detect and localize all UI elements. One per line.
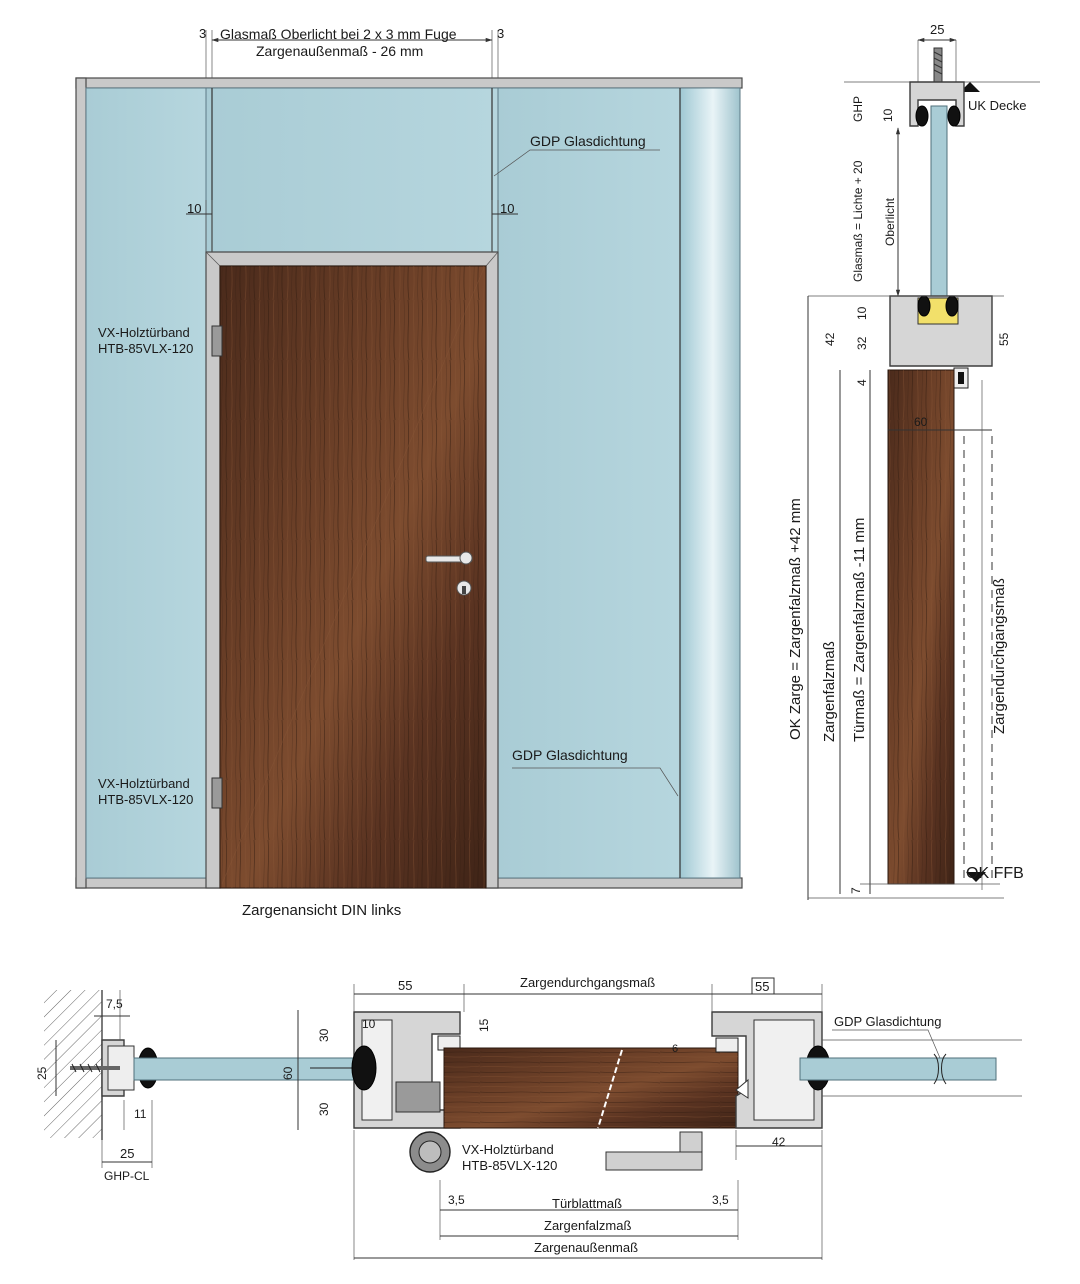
label-hinge-bottom-1: VX-Holztürband bbox=[98, 776, 190, 791]
vs-label-oberlicht: Oberlicht bbox=[883, 197, 897, 246]
vs-head-gasket-right bbox=[945, 295, 959, 317]
vs-floor-marker bbox=[966, 872, 986, 882]
vs-dim-7: 7 bbox=[849, 887, 863, 894]
hs-left-frame-gasket bbox=[351, 1045, 377, 1091]
vertical-section: 25 UK Decke GHP 10 Glasmaß = Lichte + 20… bbox=[787, 22, 1040, 900]
horizontal-section: 7,5 25 11 25 GHP-CL 60 30 30 10 15 6 VX-… bbox=[35, 975, 1022, 1260]
hs-label-zargenfalzmass: Zargenfalzmaß bbox=[544, 1218, 631, 1233]
leader-gdp-top bbox=[493, 149, 660, 177]
vs-dim-25: 25 bbox=[930, 22, 944, 37]
door-hinge-indicator bbox=[221, 267, 485, 885]
vs-top-gasket-left bbox=[915, 105, 929, 127]
frame-miter-left bbox=[205, 251, 221, 267]
label-hinge-top-2: HTB-85VLX-120 bbox=[98, 341, 193, 356]
hs-dim-30-bottom: 30 bbox=[317, 1102, 331, 1116]
label-gdp-bottom: GDP Glasdichtung bbox=[512, 747, 628, 763]
vs-label-glasmass: Glasmaß = Lichte + 20 bbox=[851, 160, 865, 282]
label-hinge-top-1: VX-Holztürband bbox=[98, 325, 190, 340]
hs-label-gdp: GDP Glasdichtung bbox=[834, 1014, 941, 1029]
dim-top-fuge-left: 3 bbox=[199, 26, 206, 41]
hs-dim-30-top: 30 bbox=[317, 1028, 331, 1042]
hs-door-grain bbox=[444, 1048, 738, 1128]
vs-dim-10a: 10 bbox=[881, 108, 895, 122]
hs-dim-55-box bbox=[751, 977, 775, 995]
leader-gdp-bottom bbox=[512, 767, 679, 797]
vs-dim-55: 55 bbox=[997, 332, 1011, 346]
vs-ceiling-marker bbox=[960, 82, 980, 92]
hs-leader-gdp bbox=[832, 1029, 941, 1059]
frame-miter-right bbox=[485, 251, 499, 267]
vs-top-gasket-right bbox=[947, 105, 961, 127]
hs-dim-55-left: 55 bbox=[398, 978, 412, 993]
hs-dim-11: 11 bbox=[134, 1107, 147, 1121]
left-wall-profile bbox=[75, 77, 87, 889]
dim-left-10: 10 bbox=[187, 201, 201, 216]
hs-label-ghp-cl: GHP-CL bbox=[104, 1169, 150, 1183]
hs-handle-lever bbox=[605, 1151, 703, 1171]
keyhole-icon bbox=[462, 586, 466, 594]
vs-glass bbox=[930, 105, 948, 307]
door-leaf-grain bbox=[220, 266, 486, 888]
dim-right-10: 10 bbox=[500, 201, 514, 216]
hs-right-stop bbox=[715, 1037, 739, 1053]
hinge-top bbox=[211, 325, 223, 357]
hs-dim-6-right: 6 bbox=[672, 1043, 678, 1055]
hs-dim-3-5-left: 3,5 bbox=[448, 1193, 465, 1207]
hs-dim-55-right: 55 bbox=[755, 979, 769, 994]
hs-glass-left bbox=[133, 1057, 367, 1081]
dim-top-fuge-right: 3 bbox=[497, 26, 504, 41]
hs-hinge-plate bbox=[395, 1081, 441, 1113]
vs-dim-4: 4 bbox=[855, 379, 869, 386]
ceiling-profile bbox=[75, 77, 743, 89]
glass-transom bbox=[205, 87, 499, 253]
vs-dim-32: 32 bbox=[855, 336, 869, 350]
vs-label-ghp: GHP bbox=[851, 96, 865, 122]
vs-dim-60: 60 bbox=[914, 415, 928, 429]
elevation-view: 3 Glasmaß Oberlicht bei 2 x 3 mm Fuge Za… bbox=[75, 26, 743, 919]
hs-dim-3-5-right: 3,5 bbox=[712, 1193, 729, 1207]
caption-elevation: Zargenansicht DIN links bbox=[242, 902, 401, 919]
hs-dim-25-bottom: 25 bbox=[120, 1146, 134, 1161]
vs-top-profile bbox=[909, 81, 965, 127]
hinge-bottom bbox=[211, 777, 223, 809]
vs-head-gasket-left bbox=[917, 295, 931, 317]
dim-top-label-1: Glasmaß Oberlicht bei 2 x 3 mm Fuge bbox=[220, 26, 457, 42]
handle-rosette bbox=[459, 551, 473, 565]
vs-label-zargenfalzmass: Zargenfalzmaß bbox=[821, 641, 838, 742]
hs-dim-42: 42 bbox=[772, 1135, 786, 1149]
hs-label-tuerblattmass: Türblattmaß bbox=[552, 1196, 622, 1211]
hs-dim-7-5: 7,5 bbox=[106, 997, 123, 1011]
vs-label-zargendurchgang: Zargendurchgangsmaß bbox=[991, 578, 1008, 734]
dim-top-label-2: Zargenaußenmaß - 26 mm bbox=[256, 43, 423, 59]
hs-wall-hatch bbox=[44, 990, 102, 1138]
vs-label-ok-ffb: OK FFB bbox=[966, 865, 1024, 882]
hs-door-break bbox=[597, 1049, 623, 1129]
vs-label-tuermass: Türmaß = Zargenfalzmaß -11 mm bbox=[851, 518, 868, 742]
vs-door-seal bbox=[958, 372, 964, 384]
vs-label-uk-decke: UK Decke bbox=[968, 98, 1027, 113]
hs-label-zargenaussenmass: Zargenaußenmaß bbox=[534, 1240, 638, 1255]
glass-panel-right bbox=[497, 87, 681, 879]
vs-label-ok-zarge: OK Zarge = Zargenfalzmaß +42 mm bbox=[787, 498, 804, 740]
hs-label-zargendurchgang: Zargendurchgangsmaß bbox=[520, 975, 655, 990]
hs-dim-10: 10 bbox=[362, 1017, 376, 1031]
label-gdp-top: GDP Glasdichtung bbox=[530, 133, 646, 149]
hs-hinge-pin bbox=[418, 1140, 442, 1164]
vs-door-grain bbox=[888, 370, 954, 884]
hs-glass-right bbox=[799, 1057, 997, 1081]
hs-dim-60: 60 bbox=[281, 1066, 295, 1080]
hs-dim-25-left: 25 bbox=[35, 1066, 49, 1080]
hs-label-hinge-2: HTB-85VLX-120 bbox=[462, 1158, 557, 1173]
glass-reflection bbox=[679, 87, 741, 879]
hs-dim-15: 15 bbox=[477, 1018, 491, 1032]
vs-dim-10b: 10 bbox=[855, 306, 869, 320]
label-hinge-bottom-2: HTB-85VLX-120 bbox=[98, 792, 193, 807]
vs-dim-42: 42 bbox=[823, 332, 837, 346]
hs-label-hinge-1: VX-Holztürband bbox=[462, 1142, 554, 1157]
hs-latch bbox=[735, 1078, 749, 1099]
